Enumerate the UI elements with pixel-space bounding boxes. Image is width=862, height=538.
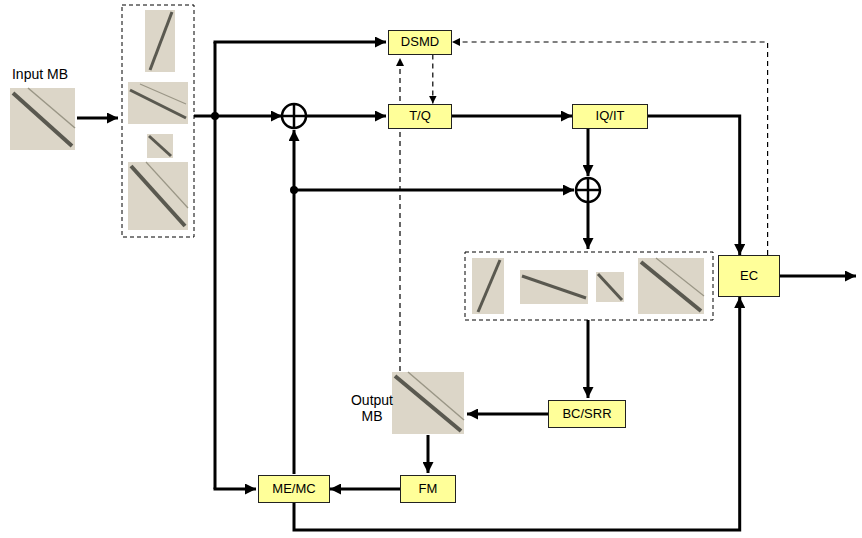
adder-symbol bbox=[282, 104, 306, 128]
box-label: FM bbox=[419, 482, 438, 496]
patch-ground bbox=[10, 88, 75, 150]
flow-wire bbox=[587, 202, 590, 249]
patch-edge bbox=[478, 260, 500, 312]
flow-wire bbox=[214, 488, 257, 491]
patch-edge bbox=[140, 84, 186, 104]
box-label: ME/MC bbox=[272, 482, 315, 496]
process-box: T/Q bbox=[388, 104, 452, 129]
adder-plus bbox=[293, 104, 296, 128]
patch-ground bbox=[520, 270, 588, 304]
patch-edge bbox=[150, 12, 172, 70]
junction-dot bbox=[211, 112, 219, 120]
patch-ground bbox=[638, 258, 704, 314]
patch-edge bbox=[522, 276, 586, 298]
flow-wire bbox=[467, 413, 548, 416]
reconstructed-patch bbox=[638, 258, 704, 314]
patch-ground bbox=[147, 134, 173, 158]
box-label: BC/SRR bbox=[562, 407, 611, 421]
partition-patch bbox=[145, 10, 175, 72]
partition-patch bbox=[128, 162, 188, 230]
flow-connector bbox=[452, 115, 572, 118]
patch-edge bbox=[146, 162, 188, 208]
patch-edge bbox=[395, 376, 461, 431]
flow-wire bbox=[427, 435, 430, 473]
patch-ground bbox=[128, 162, 188, 230]
caption-label: Output MB bbox=[346, 392, 398, 424]
partition-patch bbox=[147, 134, 173, 158]
patch-edge bbox=[149, 136, 171, 156]
flow-wire bbox=[77, 117, 118, 120]
reconstruction-group bbox=[465, 252, 713, 320]
flow-wire bbox=[214, 42, 217, 489]
adder-circle bbox=[282, 104, 306, 128]
patch-ground bbox=[128, 82, 188, 124]
patch-ground bbox=[472, 258, 504, 314]
flow-wire bbox=[306, 115, 386, 118]
partition-patch bbox=[128, 82, 188, 124]
flow-wire bbox=[293, 130, 296, 474]
adder-circle bbox=[576, 178, 600, 202]
process-box: BC/SRR bbox=[548, 400, 626, 428]
process-box: EC bbox=[718, 255, 780, 297]
control-connector bbox=[452, 42, 768, 255]
flow-wire bbox=[587, 320, 590, 398]
process-box: ME/MC bbox=[258, 475, 330, 503]
patch-edge bbox=[656, 258, 704, 296]
flow-wire bbox=[294, 189, 574, 192]
partition-group bbox=[122, 5, 194, 237]
control-connector bbox=[432, 55, 433, 104]
box-label: IQ/IT bbox=[596, 109, 625, 123]
patch-ground bbox=[596, 272, 624, 302]
box-label: T/Q bbox=[409, 109, 431, 123]
process-box: IQ/IT bbox=[572, 104, 648, 129]
reconstructed-patch bbox=[520, 270, 588, 304]
box-label: EC bbox=[740, 269, 758, 283]
flow-wire bbox=[194, 115, 282, 118]
patch-ground bbox=[392, 372, 464, 434]
box-label: DSMD bbox=[401, 35, 439, 49]
junction-dot bbox=[290, 186, 298, 194]
process-box: FM bbox=[400, 475, 456, 503]
patch-edge bbox=[598, 274, 622, 300]
flow-wire bbox=[780, 275, 856, 278]
caption-label: Input MB bbox=[4, 66, 76, 82]
adder-plus bbox=[587, 178, 590, 202]
flow-wire bbox=[587, 129, 590, 176]
patch-edge bbox=[130, 90, 186, 118]
patch-edge bbox=[28, 88, 75, 128]
adder-symbol bbox=[576, 178, 600, 202]
flow-wire bbox=[214, 41, 387, 44]
patch-ground bbox=[145, 10, 175, 72]
patch-edge bbox=[13, 93, 72, 146]
flow-connector bbox=[330, 488, 400, 491]
flow-connector bbox=[648, 116, 740, 255]
output-patch bbox=[392, 372, 464, 434]
flow-connector bbox=[294, 297, 740, 530]
reconstructed-patch bbox=[472, 258, 504, 314]
input-patch bbox=[10, 88, 75, 150]
reconstructed-patch bbox=[596, 272, 624, 302]
decision-box: DSMD bbox=[388, 30, 452, 55]
